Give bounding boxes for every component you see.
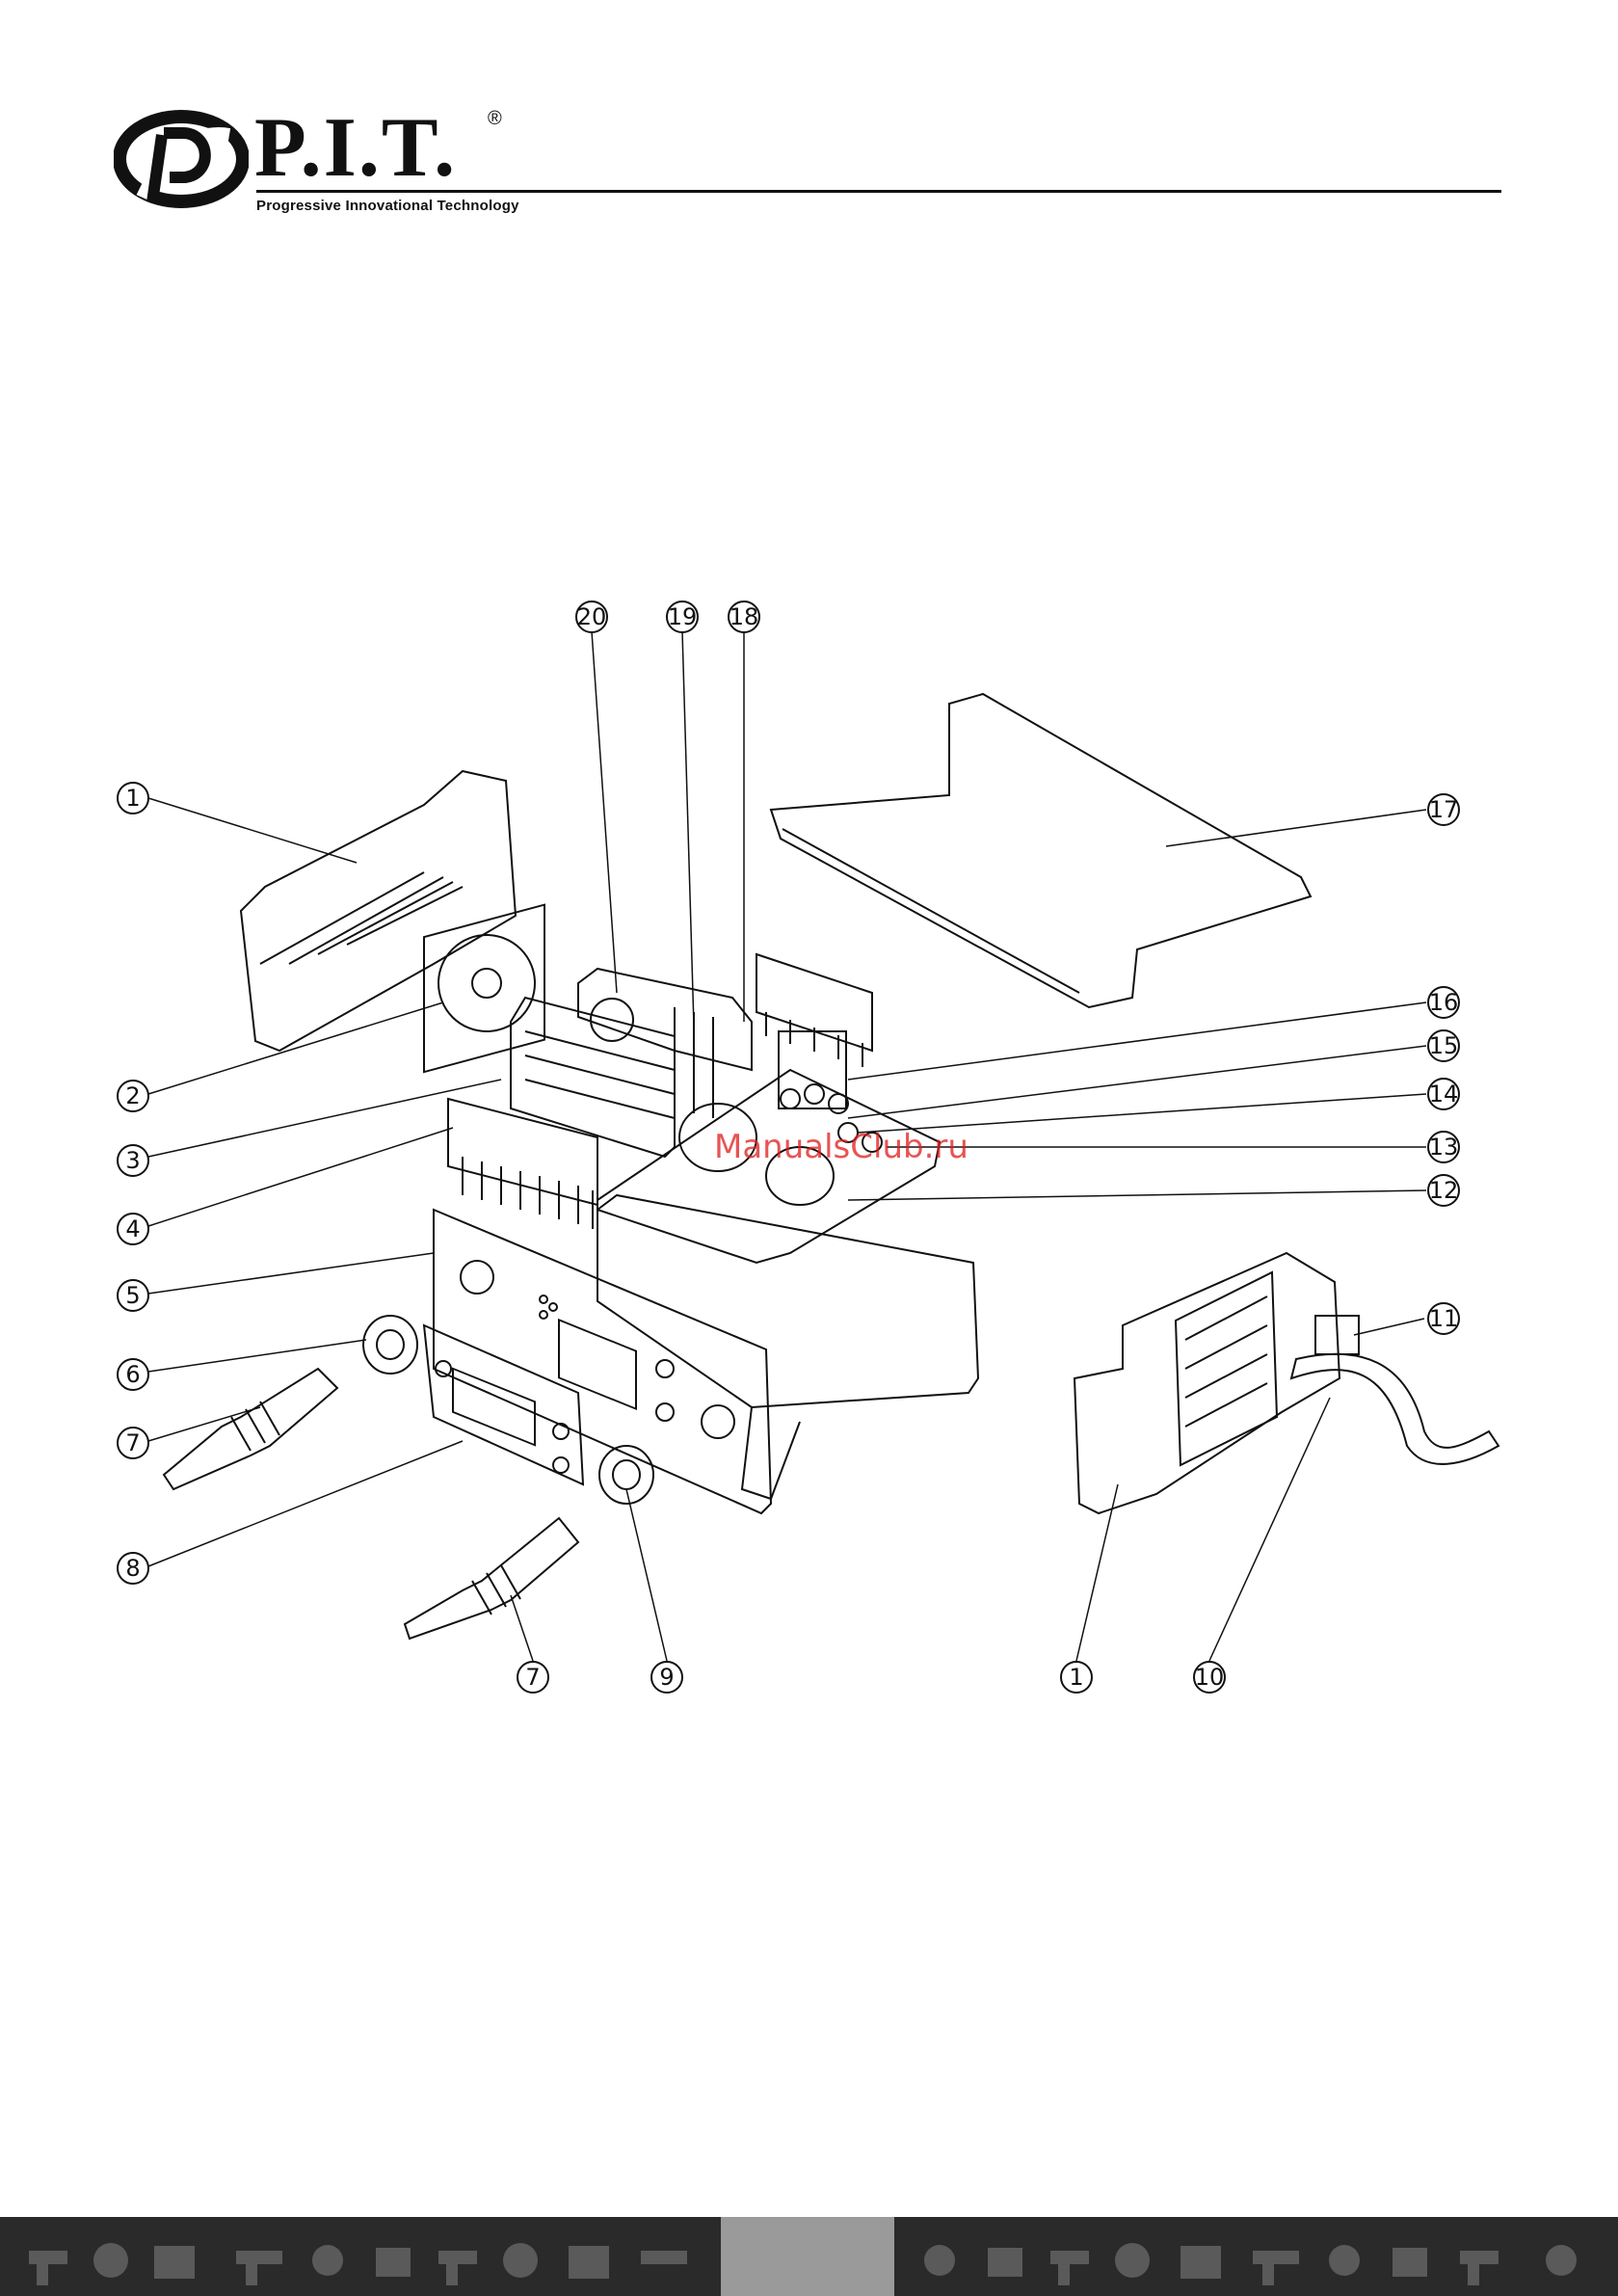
- svg-text:2: 2: [125, 1082, 140, 1109]
- svg-text:16: 16: [1429, 989, 1459, 1016]
- circular-saw-icon: [1115, 2243, 1150, 2278]
- svg-text:12: 12: [1429, 1177, 1459, 1204]
- generator-icon: [569, 2246, 609, 2279]
- callout-9: 9: [651, 1662, 682, 1693]
- callout-1a: 1: [118, 783, 148, 814]
- part-socket-left: [363, 1316, 417, 1374]
- callout-17: 17: [1428, 794, 1459, 825]
- part-rear-frame: [241, 771, 516, 1051]
- hammer-drill-icon: [641, 2251, 687, 2264]
- circular-saw-icon: [93, 2243, 128, 2278]
- generator-icon: [1180, 2246, 1221, 2279]
- callout-4: 4: [118, 1214, 148, 1244]
- part-plug-right: [405, 1518, 578, 1639]
- svg-text:4: 4: [125, 1215, 140, 1242]
- mixer-icon: [924, 2245, 955, 2276]
- welder-icon: [988, 2248, 1022, 2277]
- svg-text:11: 11: [1429, 1305, 1459, 1332]
- callout-11: 11: [1428, 1303, 1459, 1334]
- mixer-icon: [1546, 2245, 1577, 2276]
- callout-20: 20: [576, 601, 607, 632]
- svg-text:13: 13: [1429, 1134, 1459, 1161]
- svg-text:6: 6: [125, 1361, 140, 1388]
- callout-7b: 7: [517, 1662, 548, 1693]
- drill-icon: [438, 2251, 477, 2285]
- part-transistors-front: [448, 1099, 597, 1205]
- callout-5: 5: [118, 1280, 148, 1311]
- svg-text:7: 7: [125, 1429, 140, 1456]
- svg-text:1: 1: [125, 785, 140, 812]
- callout-12: 12: [1428, 1175, 1459, 1206]
- svg-text:18: 18: [729, 603, 759, 630]
- watermark: ManualsClub.ru: [714, 1128, 968, 1166]
- part-top-cover: [771, 694, 1311, 1007]
- drill-icon: [1460, 2251, 1499, 2285]
- svg-text:10: 10: [1195, 1664, 1225, 1691]
- part-fan: [424, 905, 544, 1072]
- svg-text:20: 20: [577, 603, 607, 630]
- parts-drawing: [164, 694, 1499, 1639]
- callout-19: 19: [667, 601, 698, 632]
- callout-14: 14: [1428, 1079, 1459, 1109]
- part-front-panel: [434, 1210, 771, 1513]
- svg-text:14: 14: [1429, 1081, 1459, 1108]
- footer-page-tab: [721, 2217, 894, 2296]
- callout-15: 15: [1428, 1030, 1459, 1061]
- part-power-cable: [1291, 1354, 1499, 1464]
- callout-10: 10: [1194, 1662, 1225, 1693]
- welder-icon: [1393, 2248, 1427, 2277]
- callout-16: 16: [1428, 987, 1459, 1018]
- callout-6: 6: [118, 1359, 148, 1390]
- svg-text:17: 17: [1429, 796, 1459, 823]
- svg-text:8: 8: [125, 1555, 140, 1582]
- part-base-chassis: [597, 1195, 978, 1407]
- hammer-drill-icon: [236, 2251, 282, 2285]
- svg-text:5: 5: [125, 1282, 140, 1309]
- callout-1b: 1: [1061, 1662, 1092, 1693]
- page-footer: [0, 2217, 1618, 2296]
- svg-text:1: 1: [1069, 1664, 1083, 1691]
- mixer-icon: [1329, 2245, 1360, 2276]
- generator-icon: [154, 2246, 195, 2279]
- mixer-icon: [312, 2245, 343, 2276]
- svg-text:3: 3: [125, 1147, 140, 1174]
- drill-icon: [1050, 2251, 1089, 2285]
- svg-text:9: 9: [659, 1664, 674, 1691]
- callout-7a: 7: [118, 1428, 148, 1458]
- callout-8: 8: [118, 1553, 148, 1584]
- callout-13: 13: [1428, 1132, 1459, 1162]
- svg-text:15: 15: [1429, 1032, 1459, 1059]
- callout-2: 2: [118, 1081, 148, 1111]
- part-heatsink-upper: [578, 969, 752, 1070]
- callout-18: 18: [729, 601, 759, 632]
- circular-saw-icon: [503, 2243, 538, 2278]
- svg-text:7: 7: [525, 1664, 540, 1691]
- callout-3: 3: [118, 1145, 148, 1176]
- part-rear-panel-right: [1074, 1253, 1339, 1513]
- drill-icon: [29, 2251, 67, 2285]
- welder-icon: [376, 2248, 411, 2277]
- svg-text:19: 19: [668, 603, 698, 630]
- hammer-drill-icon: [1253, 2251, 1299, 2285]
